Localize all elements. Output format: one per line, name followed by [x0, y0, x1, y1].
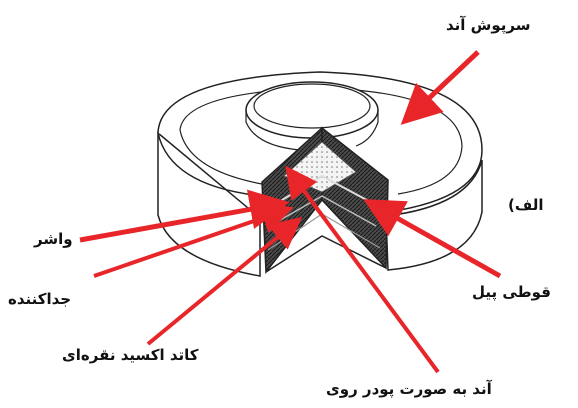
label-anode-cap: سرپوش آند [446, 16, 530, 34]
label-cell-can: قوطی پیل [472, 283, 551, 301]
label-zinc-powder-anode: آند به صورت پودر روی [326, 380, 492, 398]
figure-label: الف) [508, 196, 544, 214]
label-separator: جداکننده [8, 290, 71, 308]
label-silver-oxide-cathode: کاتد اکسید نقره‌ای [62, 346, 199, 364]
label-gasket: واشر [34, 230, 73, 248]
